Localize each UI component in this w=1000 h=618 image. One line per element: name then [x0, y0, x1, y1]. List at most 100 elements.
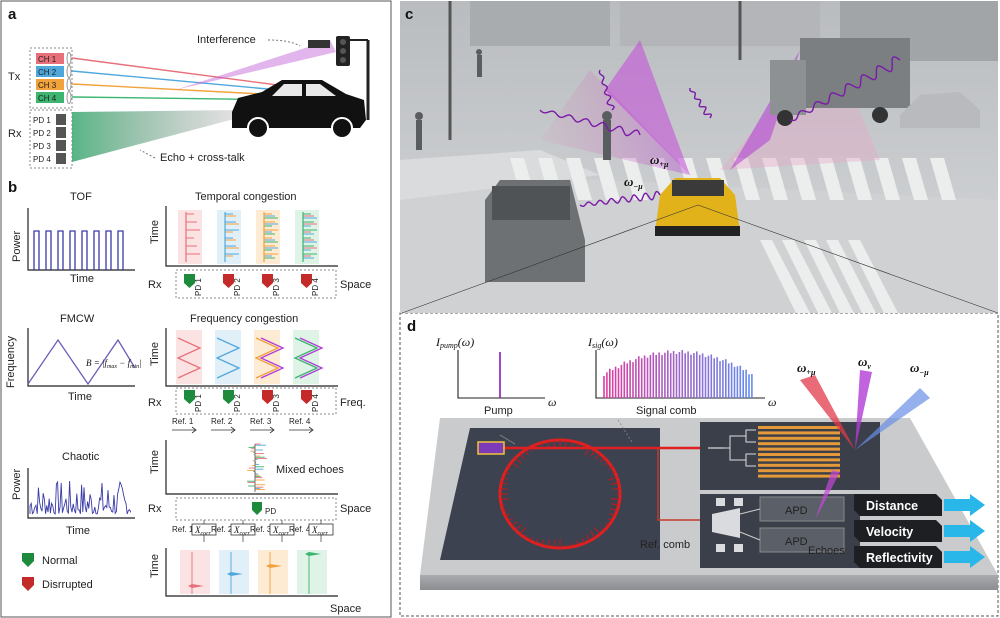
reference-label: Ref. 3 [250, 417, 272, 426]
building [470, 1, 610, 46]
fmcw-formula: B = |fmax − fmin| [86, 358, 142, 370]
frequency-chirp [293, 337, 319, 379]
output-arrow [944, 546, 985, 568]
pedestrians [415, 49, 612, 160]
reference-label: Ref. 1 [172, 525, 194, 534]
temporal-column-bg [295, 210, 319, 264]
legend-label: Disrrupted [42, 579, 93, 591]
output-arrow [944, 520, 985, 542]
tof-ylabel: Power [11, 230, 23, 262]
fmcw-chirp [27, 338, 136, 386]
crosswalk-stripe [790, 158, 816, 200]
reference-arrow [172, 426, 197, 434]
reference-arrow [289, 426, 314, 434]
crosswalk-stripe [622, 158, 648, 200]
rx-box [29, 109, 73, 169]
pd-icon [184, 274, 195, 288]
temporal-column-bg [256, 210, 280, 264]
ref-comb-path [657, 448, 700, 521]
pd-label: PD 2 [233, 394, 242, 412]
correlation-peaks [180, 550, 327, 594]
crosswalk-stripe [762, 158, 788, 200]
xcorr-xlabel: Space [330, 603, 361, 615]
fmcw-xlabel: Time [68, 391, 92, 403]
crosswalk-stripe [874, 158, 900, 200]
omega-plus-label: ω+μ [650, 152, 669, 169]
echoes-label: Echoes [808, 545, 845, 557]
frequency-chirp [215, 337, 241, 379]
pd-icon [184, 390, 195, 404]
building [620, 1, 820, 46]
signal-comb-lines [603, 350, 753, 398]
correlation-peak [305, 552, 321, 556]
mixed-title: Mixed echoes [276, 464, 344, 476]
beam-omega-plus [800, 375, 855, 450]
tx-channel [36, 66, 64, 77]
pump-laser [477, 441, 505, 455]
legend-label: Normal [42, 555, 77, 567]
correlation-peak [227, 572, 243, 576]
chaotic-title: Chaotic [62, 451, 100, 463]
apd-2 [759, 527, 845, 553]
output-label: Reflectivity [866, 551, 933, 565]
tx-channel-label: CH 4 [38, 94, 57, 103]
reference-label: Ref. 4 [289, 417, 311, 426]
temporal-rx: Rx [148, 279, 162, 291]
crosswalk-stripe [566, 158, 592, 200]
crosswalk-stripe [594, 158, 620, 200]
frequency-xlabel: Freq. [340, 397, 366, 409]
reference-label: Ref. 1 [172, 417, 194, 426]
temporal-title: Temporal congestion [195, 191, 297, 203]
pd-label: PD 4 [311, 394, 320, 412]
pd-icon [301, 390, 312, 404]
ref-comb-label: Ref. comb [640, 539, 690, 551]
tx-channel [36, 53, 64, 64]
pd-icon [223, 274, 234, 288]
beam-omega-minus [855, 388, 930, 450]
pump-axis-label: Ipump(ω) [435, 335, 474, 350]
phase-shifter [758, 474, 840, 478]
echo-label: Echo + cross-talk [160, 152, 245, 164]
crosswalk-stripe [930, 158, 956, 200]
crosswalk-stripe [846, 158, 872, 200]
echo-beam [815, 470, 840, 520]
panel-d: d Ipump(ω) ω Pump Isig(ω) ω Signal comb … [407, 318, 998, 590]
xcorr-label: Xcorr [272, 525, 289, 537]
output-block [854, 546, 942, 568]
tx-channel [36, 79, 64, 90]
frequency-chirp [298, 337, 324, 379]
output-block [854, 494, 942, 516]
temporal-xlabel: Space [340, 279, 371, 291]
photodiode-label: PD 2 [33, 129, 51, 138]
panel-label-a: a [8, 6, 17, 23]
tof-title: TOF [70, 191, 92, 203]
interference-label: Interference [197, 34, 256, 46]
reference-arrow [250, 426, 275, 434]
omega-plus-label-d: ω+μ [797, 360, 816, 377]
correlation-column-bg [219, 550, 249, 594]
phase-shifter [758, 463, 840, 467]
pd-label: PD 4 [311, 278, 320, 296]
correlation-peak [188, 584, 204, 588]
apd-1 [759, 496, 845, 522]
xcorr-label: Xcorr [194, 525, 211, 537]
temporal-ylabel: Time [149, 220, 161, 244]
mixed-pd-icon [252, 502, 262, 515]
apd-2-label: APD [785, 536, 808, 548]
mixed-rx: Rx [148, 503, 162, 515]
temporal-column-bg [217, 210, 241, 264]
tx-beam [71, 70, 301, 93]
phase-shifter [758, 442, 840, 446]
tx-channel [36, 92, 64, 103]
frequency-title: Frequency congestion [190, 313, 298, 325]
pd-label: PD 1 [194, 394, 203, 412]
phase-shifter [758, 436, 840, 440]
crosswalk-stripe [902, 158, 928, 200]
crosswalk-stripe [818, 158, 844, 200]
apd-1-label: APD [785, 505, 808, 517]
